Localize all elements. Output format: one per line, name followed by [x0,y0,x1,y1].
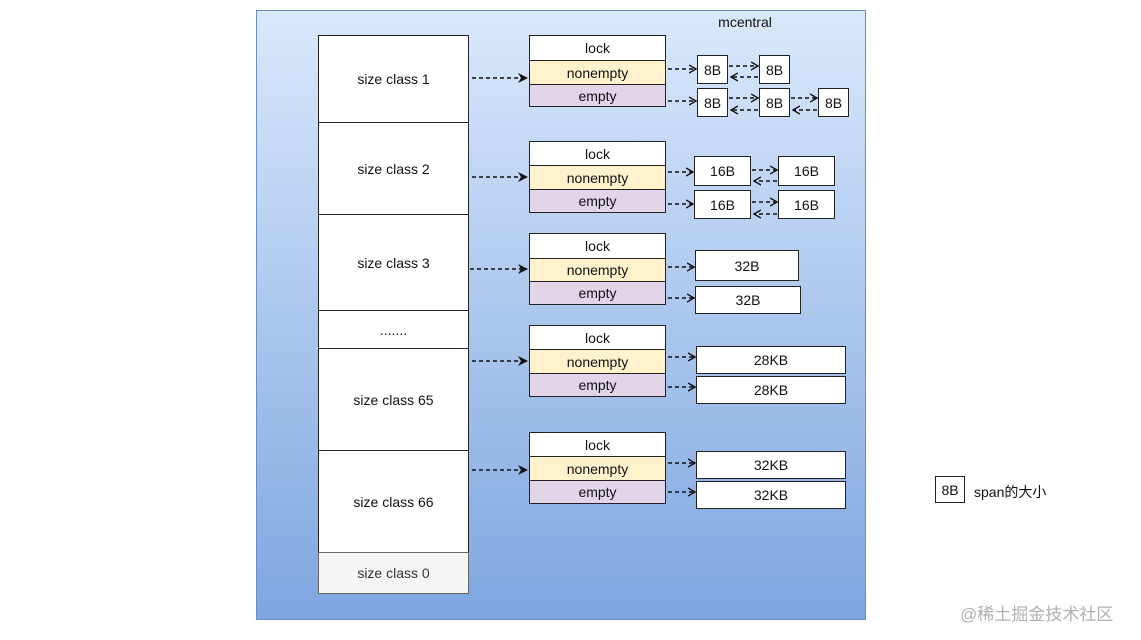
span-box: 28KB [696,346,846,374]
nonempty-cell: nonempty [529,258,666,282]
span-box: 16B [694,190,751,219]
span-box: 28KB [696,376,846,404]
nonempty-cell: nonempty [529,456,666,481]
size-class-65: size class 65 [318,348,469,451]
empty-cell: empty [529,189,666,213]
size-class-66: size class 66 [318,450,469,553]
empty-cell: empty [529,373,666,397]
span-box: 16B [778,190,835,219]
span-box: 32KB [696,481,846,509]
nonempty-cell: nonempty [529,349,666,374]
legend-text: span的大小 [974,484,1047,500]
span-box: 32KB [696,451,846,479]
span-box: 8B [818,88,849,117]
empty-cell: empty [529,480,666,504]
span-box: 8B [759,88,790,117]
empty-cell: empty [529,84,666,107]
span-box: 16B [694,156,751,186]
span-box: 8B [697,55,728,84]
size-class-1: size class 1 [318,35,469,123]
empty-cell: empty [529,281,666,305]
nonempty-cell: nonempty [529,60,666,85]
watermark: @稀土掘金技术社区 [960,605,1114,624]
size-class-0: size class 0 [318,552,469,594]
span-box: 32B [695,250,799,281]
size-class-ellipsis: ....... [318,310,469,349]
span-box: 16B [778,156,835,186]
size-class-2: size class 2 [318,122,469,215]
lock-cell: lock [529,233,666,259]
span-box: 8B [697,88,728,117]
lock-cell: lock [529,141,666,166]
legend-span-box: 8B [935,476,965,503]
span-box: 32B [695,286,801,314]
mcentral-title: mcentral [718,14,772,30]
span-box: 8B [759,55,790,84]
